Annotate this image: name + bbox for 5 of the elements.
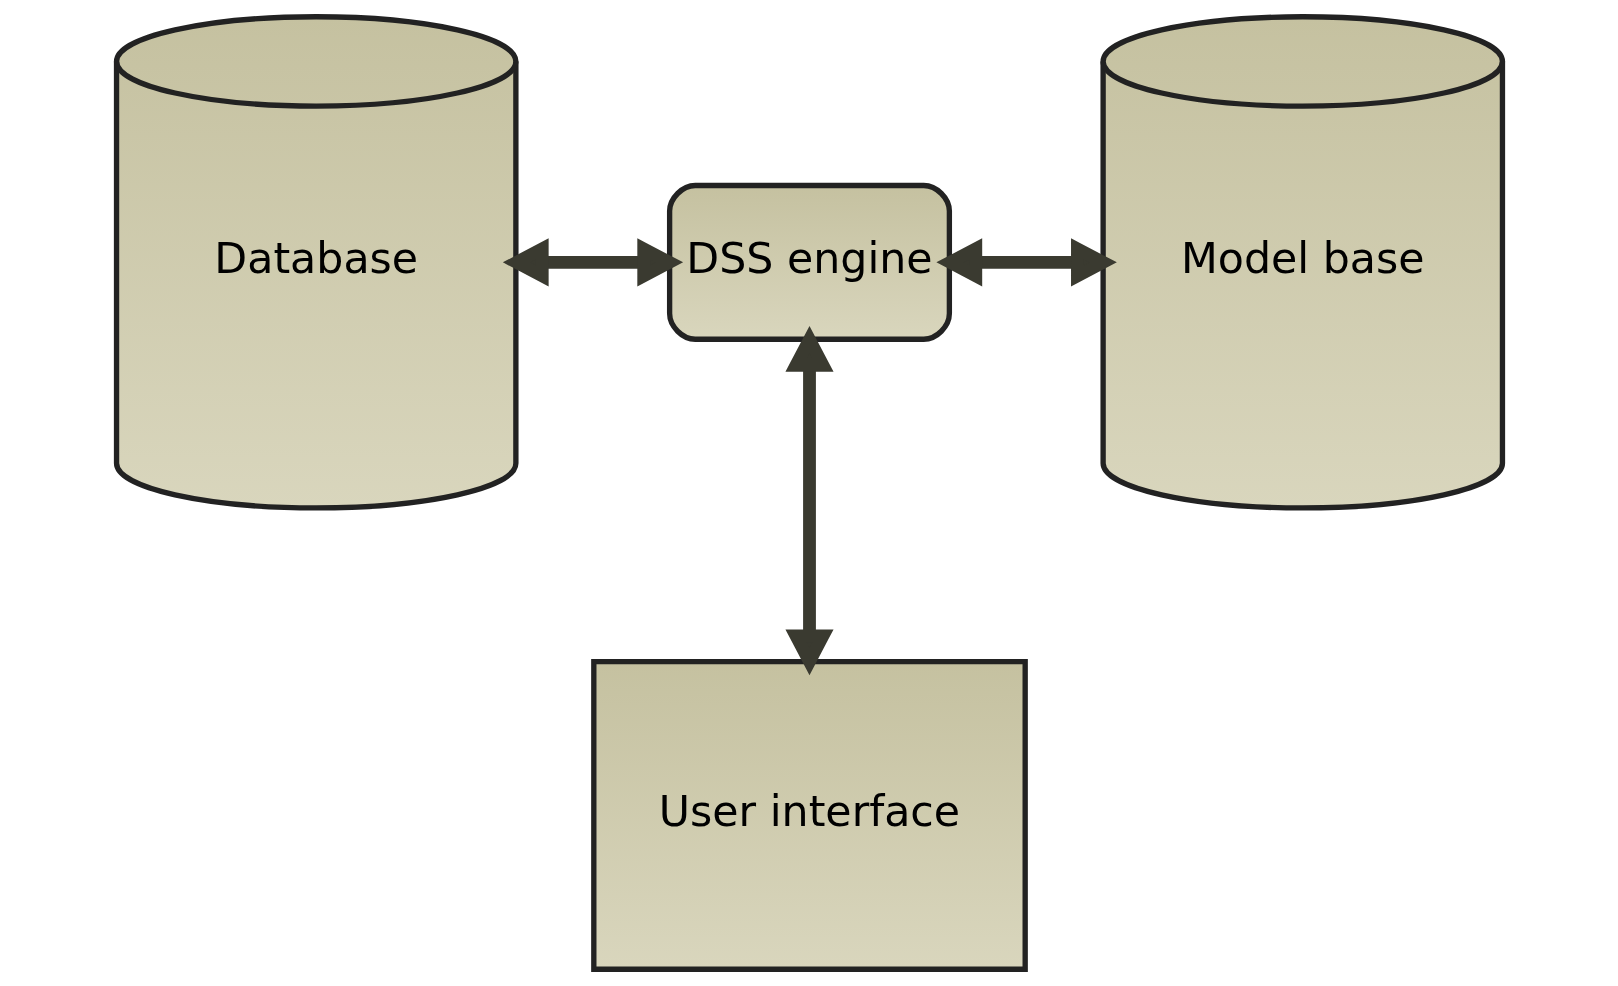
arrow <box>502 238 683 287</box>
node-box: User interface <box>590 659 1028 972</box>
arrow <box>935 238 1117 287</box>
node-box: DSS engine <box>666 182 952 342</box>
arrow <box>784 325 834 676</box>
